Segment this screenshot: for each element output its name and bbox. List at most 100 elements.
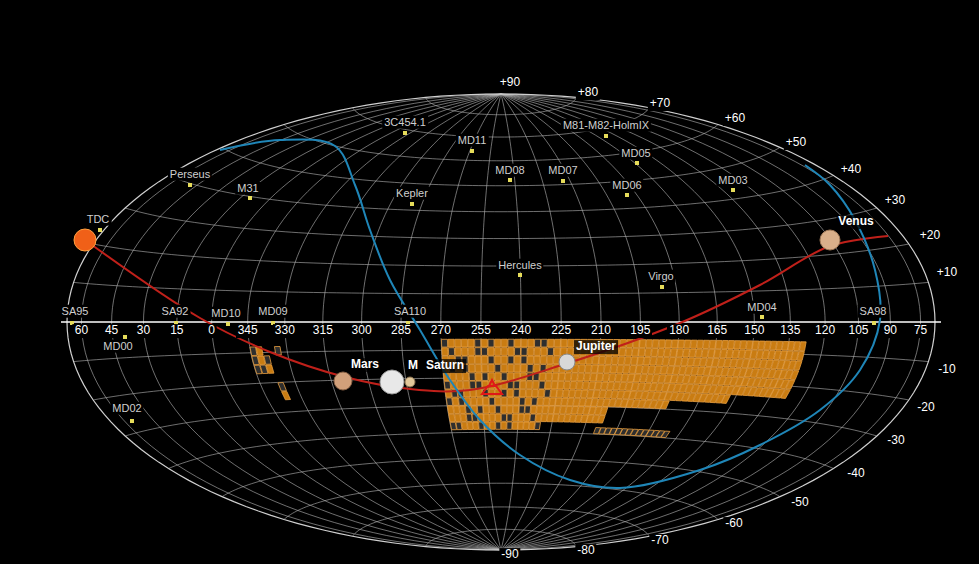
survey-tile [554,339,560,347]
survey-tile [475,364,481,372]
survey-tile [513,406,519,413]
planet-label: Mars [349,358,381,372]
survey-tile [488,364,494,372]
field-marker [123,335,127,339]
survey-tile [501,348,507,356]
survey-tile [507,406,513,413]
survey-tile [565,373,572,381]
survey-tile [650,357,657,365]
survey-tile [547,356,553,364]
survey-tile [488,356,494,364]
survey-tile [525,406,531,414]
survey-tile [734,341,741,349]
survey-tile [638,348,645,356]
survey-tile [746,341,753,350]
survey-tile [618,357,625,365]
survey-tile [475,356,481,364]
latitude-label: -50 [789,496,810,510]
longitude-label: 0 [206,324,217,338]
graticule-line [169,432,834,468]
survey-tile [794,361,802,370]
survey-tile [469,373,475,381]
survey-tile [715,340,722,348]
survey-tile [518,414,524,421]
survey-tile [524,414,530,421]
survey-tile [501,339,507,347]
solar-system-bodies [74,229,840,394]
longitude-label: 180 [667,324,691,338]
survey-tile [461,339,467,347]
graticule-line [222,458,780,496]
survey-tile [495,414,500,421]
survey-tile [495,364,501,372]
field-label: MD11 [456,134,489,147]
field-marker [188,183,192,187]
latitude-label: -90 [499,548,520,562]
survey-tile [537,398,543,406]
longitude-label: 195 [628,324,652,338]
survey-tile [471,398,477,406]
survey-tile [541,348,547,356]
survey-tile [514,364,520,372]
survey-tile [568,339,574,347]
survey-tile [484,414,490,421]
survey-tile [470,381,476,389]
field-marker [635,161,639,165]
longitude-label: 255 [469,324,493,338]
field-label: M81-M82-HolmIX [561,119,651,132]
survey-tile [455,339,461,347]
survey-tile [703,340,710,348]
survey-tile [740,341,747,350]
latitude-label: -70 [649,534,670,548]
survey-tile [658,349,665,357]
field-label: SA92 [160,305,191,318]
survey-tile [473,422,479,429]
survey-tile [508,373,514,381]
survey-tile [528,348,534,356]
field-marker [561,179,565,183]
survey-tile [514,389,520,397]
survey-tile [709,340,716,348]
survey-tile [575,390,582,398]
survey-tile [254,365,262,374]
survey-tile [536,406,542,414]
field-label: MD03 [716,174,749,187]
survey-tile [584,373,591,381]
field-label: MD09 [256,305,289,318]
graticule-line [93,378,909,400]
galactic-plane [220,139,881,488]
graticule-line [222,147,780,185]
longitude-label: 75 [912,324,929,338]
survey-tile [564,381,571,389]
field-marker [130,419,134,423]
survey-tile [605,357,612,365]
graticule [61,94,941,550]
field-marker [470,149,474,153]
survey-tile [477,398,483,406]
survey-tile [533,381,539,389]
survey-tile [482,364,488,372]
survey-tile [521,348,527,356]
longitude-label: 120 [813,324,837,338]
survey-tile [558,381,565,389]
latitude-label: -60 [723,517,744,531]
graticule-line [125,405,877,436]
survey-tile [561,398,568,406]
latitude-label: +50 [784,136,808,150]
survey-tile [556,390,563,398]
survey-tile [489,398,495,406]
longitude-label: 135 [778,324,802,338]
survey-tile [596,373,603,381]
survey-tile [535,414,541,421]
survey-tile [790,371,799,380]
survey-tile [446,398,452,406]
survey-tile [501,398,507,406]
survey-tile [554,406,561,414]
survey-tile [701,349,708,357]
survey-tile [507,422,512,429]
survey-tile [455,414,461,422]
survey-tile [490,422,495,429]
survey-tile [670,349,677,357]
survey-tile [554,348,560,356]
longitude-label: 285 [389,324,413,338]
